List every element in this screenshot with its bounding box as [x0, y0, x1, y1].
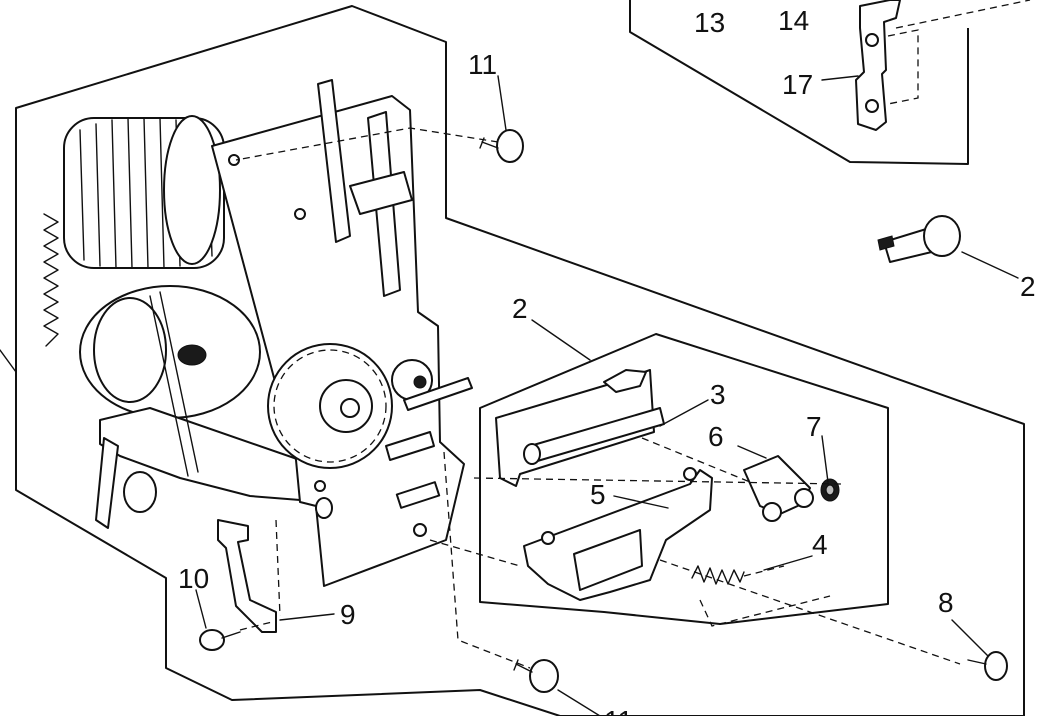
main-panel-outline	[15, 5, 1025, 716]
tension-spring	[43, 213, 59, 347]
callout-3: 3	[710, 379, 726, 410]
part-10-screw	[199, 629, 241, 651]
plate-hole-a	[228, 154, 240, 166]
part-5-bracket	[523, 467, 713, 601]
callout-2-middle: 2	[512, 293, 528, 324]
part-4-spring	[691, 565, 745, 585]
callout-7: 7	[806, 411, 822, 442]
part-17-hole-a	[865, 33, 879, 47]
subassembly-panel-outline	[479, 333, 889, 625]
callout-17: 17	[782, 69, 813, 100]
callout-11-upper: 11	[468, 49, 497, 80]
slide-block	[395, 481, 441, 509]
gear-rim	[163, 115, 221, 265]
callout-6: 6	[708, 421, 724, 452]
plate-hole-b	[294, 208, 306, 220]
slotted-bracket	[317, 79, 351, 243]
roller	[385, 431, 435, 461]
callout-10: 10	[178, 563, 209, 594]
part-6-lever	[743, 455, 814, 522]
assembly-lines	[235, 0, 1031, 669]
part-7-nut	[820, 478, 840, 502]
plate-hole-c	[413, 523, 427, 537]
part-17-bracket	[855, 0, 901, 131]
callout-13: 13	[694, 7, 725, 38]
main-gear-center	[340, 398, 360, 418]
part-3-roller-frame	[495, 369, 665, 487]
main-gear-teeth	[273, 349, 387, 463]
part-2-pin	[877, 215, 961, 263]
foot-cam	[123, 471, 157, 513]
callout-9: 9	[340, 599, 356, 630]
connecting-rod	[149, 291, 199, 477]
motor-shaft	[177, 344, 207, 366]
motor-end	[93, 297, 167, 403]
callout-11-lower: 11	[604, 705, 633, 716]
part-17-hole-b	[865, 99, 879, 113]
main-mechanism	[43, 79, 473, 587]
plate-hole-d	[314, 480, 326, 492]
callout-8: 8	[938, 587, 954, 618]
pinion-center	[413, 375, 427, 389]
part-9-bracket	[217, 519, 277, 633]
callout-5: 5	[590, 479, 606, 510]
cam-follower	[349, 171, 413, 215]
shaft-pin	[403, 377, 473, 411]
inset-panel-outline	[629, 0, 969, 165]
leader-lines	[0, 75, 1019, 716]
callout-2-right: 2	[1020, 271, 1036, 302]
callout-4: 4	[812, 529, 828, 560]
main-plate	[211, 95, 465, 587]
part-11-screw-lower	[513, 659, 559, 693]
callout-14: 14	[778, 5, 809, 36]
part-8-screw	[967, 651, 1008, 681]
lever-arm	[95, 437, 119, 529]
plate-boss	[315, 497, 333, 519]
part-11-screw-upper	[479, 129, 524, 163]
